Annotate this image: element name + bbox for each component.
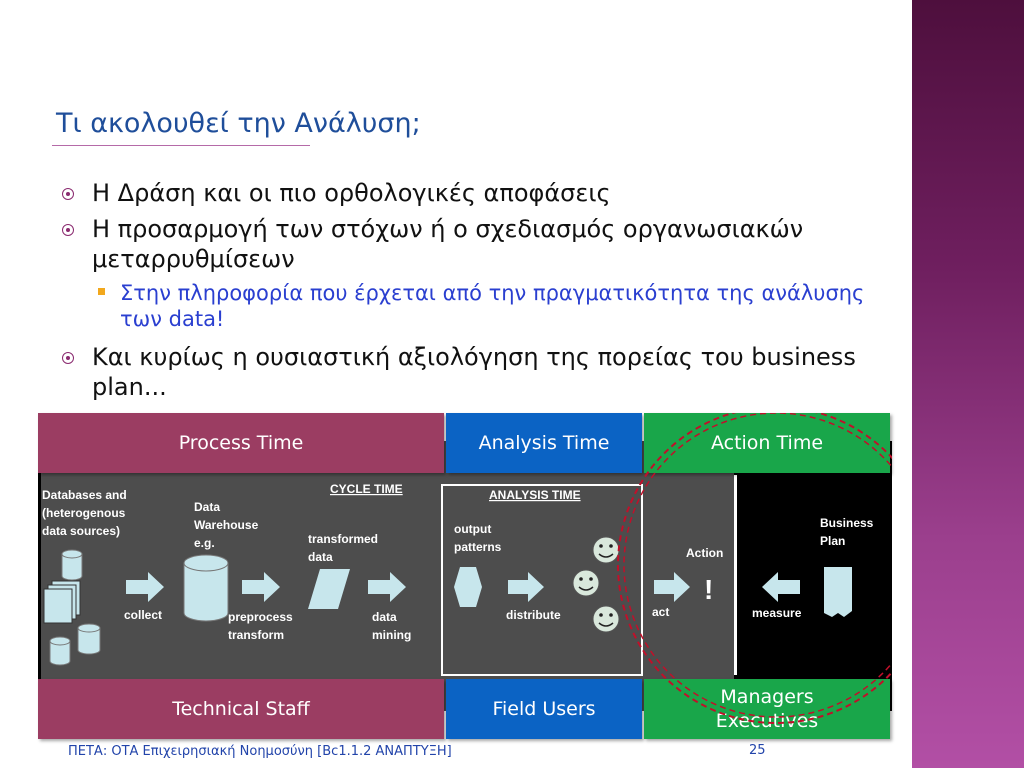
bullet-icon [62, 224, 74, 236]
page-number: 25 [749, 743, 766, 758]
databases-label-line1: Databases and [42, 488, 127, 502]
action-time-band: Action Time [644, 413, 890, 473]
business-plan-label-line1: Business [820, 516, 874, 530]
decision-cycle-diagram: CYCLE TIME ANALYSIS TIME Databases and (… [38, 413, 892, 741]
data-warehouse-label-line1: Data [194, 500, 220, 514]
data-mining-label-line1: data [372, 610, 397, 624]
act-label: act [652, 605, 669, 619]
output-patterns-icon [454, 567, 482, 607]
panel-edge [38, 441, 41, 711]
data-warehouse-label-line2: Warehouse [194, 518, 259, 532]
database-icon [61, 554, 83, 581]
database-icons [49, 549, 101, 666]
decorative-sidebar [912, 0, 1024, 768]
smiley-icon [592, 536, 620, 564]
bullet-list: Η Δράση και οι πιο ορθολογικές αποφάσεις… [62, 178, 912, 408]
output-patterns-label-line1: output [454, 522, 491, 536]
process-panel [38, 441, 442, 711]
measure-label: measure [752, 606, 802, 620]
transformed-data-label-line2: data [308, 550, 333, 564]
technical-staff-band: Technical Staff [38, 679, 444, 739]
collect-arrow-icon [126, 572, 164, 602]
field-users-band: Field Users [446, 679, 642, 739]
cycle-time-label: CYCLE TIME [330, 482, 403, 496]
slide-footer: ΠΕΤΑ: ΟΤΑ Επιχειρησιακή Νοημοσύνη [Bc1.1… [68, 744, 452, 759]
square-bullet-icon [98, 288, 105, 295]
distribute-label: distribute [506, 608, 561, 622]
title-underline [52, 145, 310, 146]
transformed-data-icon [308, 569, 350, 609]
distribute-arrow-icon [508, 572, 544, 602]
user-smiley-icons [572, 536, 620, 633]
data-mining-arrow-icon [368, 572, 406, 602]
smiley-icon [592, 605, 620, 633]
analysis-time-band: Analysis Time [446, 413, 642, 473]
bullet-icon [62, 352, 74, 364]
data-warehouse-label-line3: e.g. [194, 536, 215, 550]
document-stack-icon [43, 580, 81, 624]
exclamation-mark: ! [704, 574, 713, 605]
action-label: Action [686, 546, 723, 560]
data-warehouse-icon [183, 554, 229, 622]
smiley-icon [572, 569, 600, 597]
database-icon-top [61, 549, 83, 559]
bullet-item: Και κυρίως η ουσιαστική αξιολόγηση της π… [62, 342, 912, 402]
transformed-data-label-line1: transformed [308, 532, 378, 546]
databases-label-line2: (heterogenous [42, 506, 126, 520]
database-icon-top [77, 623, 101, 633]
data-mining-label-line2: mining [372, 628, 411, 642]
databases-label-line3: data sources) [42, 524, 120, 538]
preprocess-label-line1: preprocess [228, 610, 293, 624]
action-black-panel [734, 441, 892, 711]
slide-title: Τι ακολουθεί την Ανάλυση; [56, 108, 421, 139]
bullet-item: Η προσαρμογή των στόχων ή ο σχεδιασμός ο… [62, 214, 912, 274]
managers-executives-band: Managers Executives [644, 679, 890, 739]
business-plan-label-line2: Plan [820, 534, 845, 548]
bullet-item: Η Δράση και οι πιο ορθολογικές αποφάσεις [62, 178, 912, 208]
database-icon [77, 628, 101, 655]
database-icon [49, 641, 71, 666]
collect-label: collect [124, 608, 162, 622]
preprocess-arrow-icon [242, 572, 280, 602]
panel-separator [734, 475, 737, 675]
preprocess-label-line2: transform [228, 628, 284, 642]
bullet-icon [62, 188, 74, 200]
process-time-band: Process Time [38, 413, 444, 473]
analysis-time-label: ANALYSIS TIME [489, 488, 581, 502]
business-plan-document-icon [824, 567, 852, 617]
output-patterns-label-line2: patterns [454, 540, 502, 554]
sub-bullet-item: Στην πληροφορία που έρχεται από την πραγ… [62, 280, 912, 332]
database-icon-top [49, 636, 71, 646]
